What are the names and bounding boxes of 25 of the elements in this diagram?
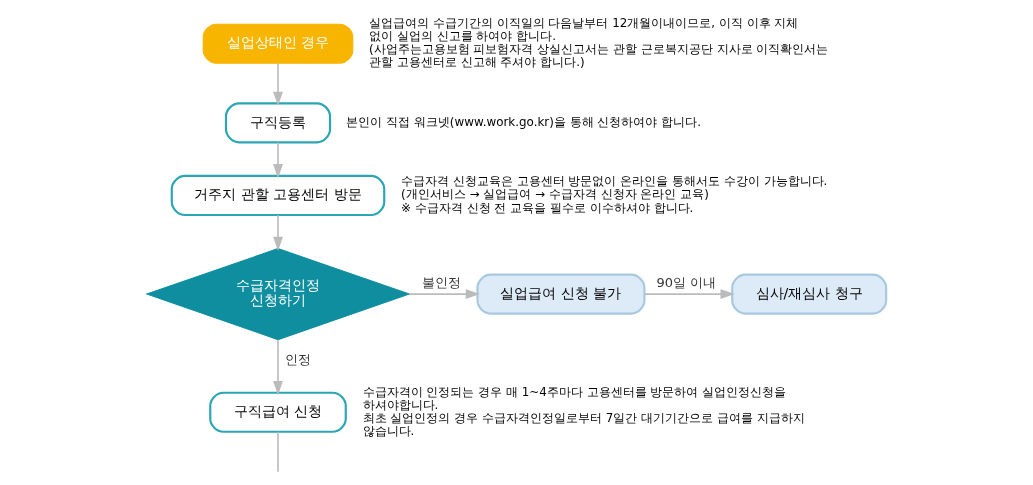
arrow (643, 288, 735, 299)
node-box: 구직급여 신청 (209, 391, 347, 433)
edge-label: 인정 (284, 351, 311, 367)
node-label: ※ 수급자격 신청 전 교육을 필수로 이수하셔야 합니다. (401, 200, 694, 214)
node-box: 실업급여 신청 불가 (476, 273, 646, 315)
arrow (408, 288, 480, 299)
node-box: 구직등록 (224, 101, 332, 143)
node-label: (개인서비스 → 실업급여 → 수급자격 신청자 온라인 교육) (401, 186, 709, 201)
node-label: (사업주는고용보험 피보험자격 상실신고서는 관할 근로복지공단 지사로 이직확인서는 관할 고용센터로 신고해 주셔야 합니다.) (369, 41, 829, 69)
arrow (273, 62, 283, 106)
arrow (273, 338, 283, 395)
node-box: 심사/재심사 청구 (731, 273, 888, 315)
edge-label: 90일 이내 (656, 274, 717, 290)
edge-label: 불인정 (421, 274, 461, 290)
node-label: 수급자격 신청교육은 고용센터 방문없이 온라인을 통해서도 수강이 가능합니다. (401, 173, 828, 188)
arrow (273, 141, 283, 178)
node-label: 수급자격이 인정되는 경우 매 1~4주마다 고용센터를 방문하여 실업인정신청을 하셔야합니다. (362, 384, 787, 412)
node-label: 본인이 직접 워크넷(www.work.go.kr)을 통해 신청하여야 합니다. (346, 114, 702, 129)
node-label: 최초 실업인정의 경우 수급자격인정일로부터 7일간 대기기간으로 급여를 지급하지 않습니다. (362, 410, 805, 438)
node-diamond: 수급자격인정 신청하기 (145, 247, 411, 340)
node-box: 거주지 관할 고용센터 방문 (170, 174, 386, 216)
node-label: 실업급여의 수급기간의 이직일의 다음날부터 12개월이내이므로, 이직 이후 지체 없이 실업의 신고를 하여야 합니다. (369, 15, 799, 43)
node-box: 실업상태인 경우 (202, 23, 354, 64)
arrow (273, 213, 283, 251)
connector (277, 430, 279, 473)
